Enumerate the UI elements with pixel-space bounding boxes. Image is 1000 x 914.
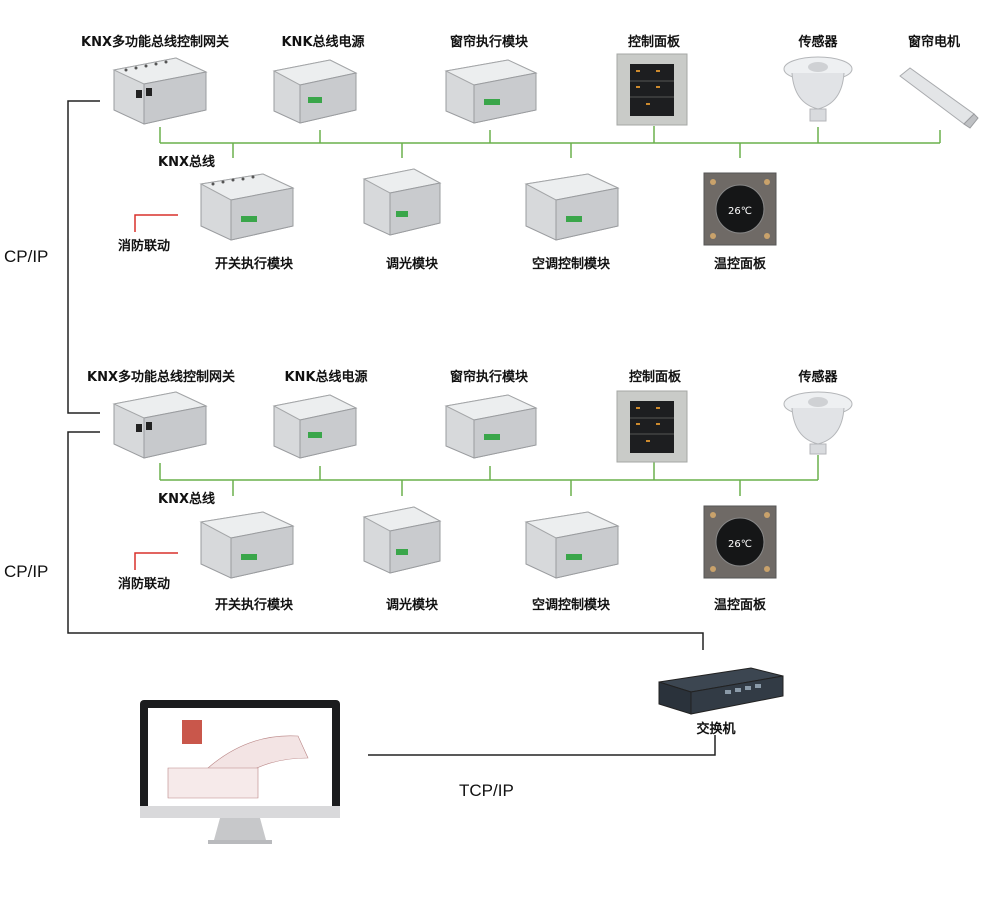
control-panel-label-1: 控制面板 bbox=[627, 35, 681, 50]
cp-ip-label-1: CP/IP bbox=[4, 247, 49, 266]
curtain-module-label-2: 窗帘执行模块 bbox=[449, 370, 529, 385]
fire-label-2: 消防联动 bbox=[118, 577, 171, 592]
cp-ip-label-2: CP/IP bbox=[4, 562, 49, 581]
ac-module-label-2: 空调控制模块 bbox=[531, 598, 611, 613]
bus-label-2: KNX总线 bbox=[158, 492, 215, 507]
fire-links bbox=[134, 214, 178, 570]
power-label-2: KNK总线电源 bbox=[284, 370, 368, 385]
thermostat-device-2: 26℃ bbox=[703, 505, 777, 579]
ac-module-device-1 bbox=[524, 173, 620, 241]
fire-label-1: 消防联动 bbox=[118, 239, 171, 254]
control-panel-device-1 bbox=[616, 53, 688, 126]
control-panel-label-2: 控制面板 bbox=[628, 370, 682, 385]
computer-monitor-icon bbox=[140, 700, 340, 844]
curtain-module-label-1: 窗帘执行模块 bbox=[449, 35, 529, 50]
power-device-2 bbox=[272, 394, 358, 459]
sensor-device-1 bbox=[783, 56, 853, 122]
power-label-1: KNK总线电源 bbox=[281, 35, 365, 50]
ac-module-label-1: 空调控制模块 bbox=[531, 257, 611, 272]
dimming-module-device-2 bbox=[362, 506, 442, 574]
gateway-label-1: KNX多功能总线控制网关 bbox=[81, 35, 229, 50]
thermostat-temp-1: 26℃ bbox=[728, 206, 752, 217]
ac-module-device-2 bbox=[524, 511, 620, 579]
thermostat-temp-2: 26℃ bbox=[728, 539, 752, 550]
knx-bus-2 bbox=[159, 455, 819, 496]
sensor-device-2 bbox=[783, 391, 853, 455]
curtain-module-device-2 bbox=[444, 394, 538, 459]
sensor-label-1: 传感器 bbox=[798, 35, 838, 50]
sensor-label-2: 传感器 bbox=[798, 370, 838, 385]
bus-label-1: KNX总线 bbox=[158, 155, 215, 170]
gateway-device-2 bbox=[112, 391, 208, 459]
switch-module-label-1: 开关执行模块 bbox=[214, 257, 294, 272]
gateway-device-1 bbox=[112, 57, 208, 125]
switch-module-device-2 bbox=[199, 511, 295, 579]
network-switch-icon bbox=[658, 667, 784, 715]
curtain-motor-device-1 bbox=[899, 67, 979, 129]
thermostat-device-1: 26℃ bbox=[703, 172, 777, 246]
gateway-label-2: KNX多功能总线控制网关 bbox=[87, 370, 235, 385]
knx-bus-1 bbox=[159, 126, 941, 158]
switch-module-device-1 bbox=[199, 173, 295, 241]
power-device-1 bbox=[272, 59, 358, 124]
thermostat-label-2: 温控面板 bbox=[713, 598, 767, 613]
ip-links bbox=[67, 100, 716, 756]
switch-module-label-2: 开关执行模块 bbox=[214, 598, 294, 613]
curtain-module-device-1 bbox=[444, 59, 538, 124]
dimming-module-label-1: 调光模块 bbox=[385, 257, 439, 272]
tcp-ip-label: TCP/IP bbox=[459, 781, 514, 800]
dimming-module-label-2: 调光模块 bbox=[385, 598, 439, 613]
thermostat-label-1: 温控面板 bbox=[713, 257, 767, 272]
switch-label: 交换机 bbox=[696, 722, 736, 737]
dimming-module-device-1 bbox=[362, 168, 442, 236]
curtain-motor-label-1: 窗帘电机 bbox=[907, 35, 961, 50]
control-panel-device-2 bbox=[616, 390, 688, 463]
